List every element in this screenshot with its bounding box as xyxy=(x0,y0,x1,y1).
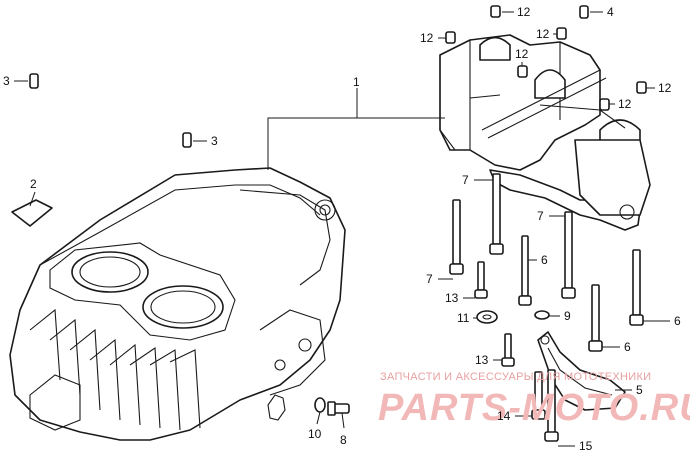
callout-7: 7 xyxy=(537,209,544,223)
callout-9: 9 xyxy=(564,309,571,323)
part-3-stud-center xyxy=(182,132,192,148)
callout-12: 12 xyxy=(536,27,550,41)
callout-6: 6 xyxy=(541,253,548,267)
callout-12: 12 xyxy=(658,81,672,95)
lower-crankcase xyxy=(9,167,346,441)
part-13-bolts xyxy=(474,261,515,367)
callout-12: 12 xyxy=(515,47,529,61)
watermark-tagline: ЗАПЧАСТИ И АКСЕССУАРЫ ДЛЯ МОТОТЕХНИКИ xyxy=(380,371,651,383)
callout-7: 7 xyxy=(426,272,433,286)
callout-12: 12 xyxy=(618,97,632,111)
callout-12: 12 xyxy=(420,31,434,45)
callout-6: 6 xyxy=(674,314,681,328)
callout-3: 3 xyxy=(3,74,10,88)
upper-crankcase-frame xyxy=(439,34,651,231)
callout-3: 3 xyxy=(211,134,218,148)
part-6-bolts xyxy=(518,235,644,352)
part-5-oil-strainer xyxy=(537,331,626,411)
callout-13: 13 xyxy=(445,291,459,305)
part-7-bolts xyxy=(449,173,576,299)
part-15-bolt xyxy=(544,369,559,442)
part-2-plate xyxy=(11,199,53,227)
callout-labels: 1 2 3 3 4 5 6 6 6 7 7 7 8 9 10 11 12 12 … xyxy=(3,5,681,453)
callout-15: 15 xyxy=(579,439,593,453)
callout-4: 4 xyxy=(607,5,614,19)
part-11-clip xyxy=(476,310,498,324)
callout-6: 6 xyxy=(624,340,631,354)
part-14-bolt xyxy=(531,371,546,420)
part-10-washer xyxy=(314,397,326,413)
callout-7: 7 xyxy=(462,173,469,187)
part-8-drain-bolt xyxy=(327,401,350,416)
callout-8: 8 xyxy=(340,433,347,447)
part-3-stud-left xyxy=(29,73,39,89)
callout-14: 14 xyxy=(497,409,511,423)
part-12-dowels xyxy=(445,5,647,111)
callout-10: 10 xyxy=(308,427,322,441)
callout-11: 11 xyxy=(457,311,470,325)
callout-13: 13 xyxy=(475,353,489,367)
part-4-cap xyxy=(579,5,589,19)
leader-lines xyxy=(14,11,670,447)
watermark: ЗАПЧАСТИ И АКСЕССУАРЫ ДЛЯ МОТОТЕХНИКИ PA… xyxy=(378,371,690,429)
callout-12: 12 xyxy=(517,5,531,19)
part-9-oring xyxy=(534,310,550,320)
callout-1: 1 xyxy=(353,75,360,89)
callout-2: 2 xyxy=(30,177,37,191)
watermark-brand: PARTS-MOTO.RU xyxy=(378,387,690,429)
callout-5: 5 xyxy=(636,383,643,397)
